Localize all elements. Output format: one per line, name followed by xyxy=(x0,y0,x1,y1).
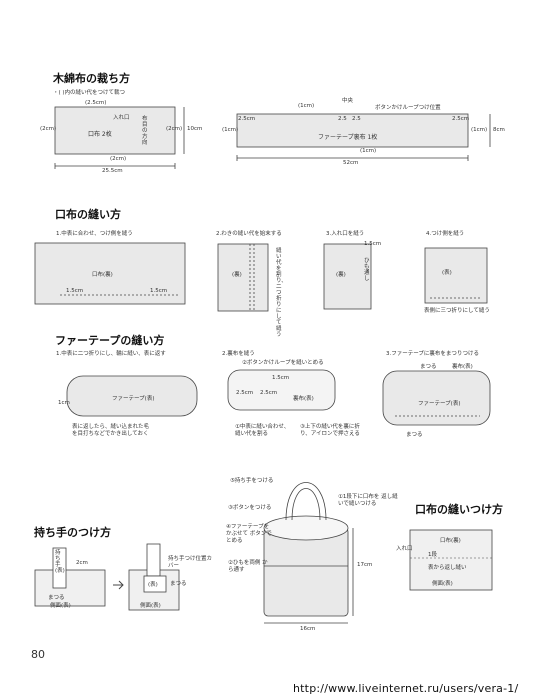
assembly-note-4: ④ファーテープを かぶせて ボタンでとめる xyxy=(226,524,272,544)
mouth-step1-dim-right: 1.5cm xyxy=(150,288,168,294)
mouth-attach-backstitch: 表から返し縫い xyxy=(428,565,467,571)
mouth-sewing-title: 口布の縫い方 xyxy=(55,208,121,221)
handle-label: 持ち手(表) xyxy=(55,550,65,574)
mouth-step2-inner: (裏) xyxy=(232,272,242,278)
cutting-title: 木綿布の裁ち方 xyxy=(53,72,130,85)
assembly-note-2: ②ひもを両側 から通す xyxy=(228,560,268,573)
right-piece-label: ファーテープ裏布 1枚 xyxy=(318,134,378,141)
fur-step2-note2: ③上下の縫い代を裏に折り、アイロンで押さえる xyxy=(300,424,360,437)
assembly-width: 16cm xyxy=(300,626,316,632)
fur-step1-shape xyxy=(66,375,198,417)
cutting-note: ・( )内の縫い代をつけて裁つ xyxy=(53,90,126,96)
bag-body xyxy=(263,527,349,617)
mouth-step2-note: 縫い代を割り、二つ折りにして縫う xyxy=(276,248,287,338)
right-side-dim-2: 2.5 xyxy=(338,116,347,122)
left-bottom-dim: (2cm) xyxy=(110,156,127,162)
assembly-note-5: ⑤持ち手をつける xyxy=(230,478,274,484)
mouth-step3-shape xyxy=(323,243,372,310)
mouth-attach-mouth: 入れ口 xyxy=(396,546,413,552)
mouth-step4-shape xyxy=(424,247,488,304)
right-right-dim: (1cm) xyxy=(471,127,488,133)
mouth-step3-note: ひも通し xyxy=(364,258,370,282)
fur-lining-piece xyxy=(236,113,469,148)
handle-cover-pos: 持ち手つけ位置カバー xyxy=(168,556,213,569)
mouth-attach-side: 側面(表) xyxy=(432,581,453,587)
left-side-dim: (2cm) xyxy=(40,126,57,132)
fur-step3-shape xyxy=(382,370,491,426)
assembly-note-1: ①1段下に口布を 返し縫いで縫いつける xyxy=(338,494,398,507)
mouth-step1-label: 1.中表に合わせ、つけ側を縫う xyxy=(56,231,133,237)
left-piece-label: 口布 2枚 xyxy=(88,131,112,138)
right-left-dim: (1cm) xyxy=(222,127,239,133)
fur-step1-dim: 1cm xyxy=(58,400,70,406)
fur-step3-inner: ファーテープ(表) xyxy=(418,401,461,407)
fur-step1-note: 表に返したら、縫い込まれた毛を目打ちなどでかき出しておく xyxy=(72,424,150,437)
left-grain: 布目の方向 xyxy=(142,116,148,146)
fur-tape-title: ファーテープの縫い方 xyxy=(55,334,165,347)
mouth-step2-shape xyxy=(217,243,269,312)
assembly-height: 17cm xyxy=(357,562,373,568)
fur-step3-label-a: まつる xyxy=(420,364,437,370)
footer-url: http://www.liveinternet.ru/users/vera-1/ xyxy=(293,682,519,695)
mouth-cloth-piece xyxy=(54,106,176,155)
handle-inner2: (表) xyxy=(148,582,158,588)
left-height-dim: 10cm xyxy=(187,126,203,132)
mouth-step3-inner: (裏) xyxy=(336,272,346,278)
left-width-dim: 25.5cm xyxy=(102,168,123,174)
handle-side: 側面(表) xyxy=(50,603,71,609)
handle-stitch: まつる xyxy=(48,595,65,601)
fur-step2-left-dim-2: 2.5cm xyxy=(260,390,278,396)
fur-step3-label-b: 裏布(表) xyxy=(452,364,473,370)
right-center: 中央 xyxy=(342,98,354,104)
mouth-step4-inner: (表) xyxy=(442,270,452,276)
fur-step2-dim: 1.5cm xyxy=(272,375,290,381)
mouth-step3-label: 3.入れ口を縫う xyxy=(326,231,365,237)
right-bottom-dim: (1cm) xyxy=(360,148,377,154)
fur-step2-left-dim-1: 2.5cm xyxy=(236,390,254,396)
fur-step1-inner: ファーテープ(表) xyxy=(112,396,155,402)
right-height-dim: 8cm xyxy=(493,127,505,133)
right-side-dim-4: 2.5cm xyxy=(452,116,470,122)
page-number: 80 xyxy=(31,648,45,661)
assembly-note-3: ③ボタンをつける xyxy=(228,505,272,511)
fur-step3-label: 3.ファーテープに裏布をまつりつける xyxy=(386,351,479,357)
fur-step2-note1: ①中表に縫い合わせ、縫い代を割る xyxy=(235,424,290,437)
fur-step2-loop-note: ②ボタンかけループを縫いとめる xyxy=(242,360,324,366)
right-side-dim-1: 2.5cm xyxy=(238,116,256,122)
mouth-attach-inner: 口布(裏) xyxy=(440,538,461,544)
mouth-step4-label: 4.つけ側を縫う xyxy=(426,231,465,237)
mouth-step4-note: 表側に三つ折りにして縫う xyxy=(424,308,490,314)
mouth-step2-label: 2.わきの縫い代を始末する xyxy=(216,231,282,237)
mouth-attach-shape xyxy=(409,529,493,591)
handle-body-left xyxy=(34,569,106,607)
handle-side2: 側面(表) xyxy=(140,603,161,609)
handle-title: 持ち手のつけ方 xyxy=(34,526,111,539)
mouth-step1-inner: 口布(裏) xyxy=(92,272,113,278)
fur-step2-shape xyxy=(227,369,336,411)
handle-stitch2: まつる xyxy=(170,581,187,587)
mouth-step1-dim-left: 1.5cm xyxy=(66,288,84,294)
mouth-step3-dim: 1.5cm xyxy=(364,241,382,247)
handle-dim: 2cm xyxy=(76,560,88,566)
left-top-inner: 入れ口 xyxy=(113,115,130,121)
left-top-dim: (2.5cm) xyxy=(85,100,107,106)
mouth-attach-level: 1段 xyxy=(428,552,437,558)
right-side-dim-3: 2.5 xyxy=(352,116,361,122)
mouth-attach-title: 口布の縫いつけ方 xyxy=(415,503,503,516)
right-top-dim: (1cm) xyxy=(298,103,315,109)
fur-step2-inner: 裏布(表) xyxy=(293,396,314,402)
right-side-dim: (2cm) xyxy=(166,126,183,132)
fur-step3-label-c: まつる xyxy=(406,432,423,438)
fur-step2-label: 2.裏布を縫う xyxy=(222,351,255,357)
mouth-step1-shape xyxy=(34,242,186,305)
fur-step1-label: 1.中表に二つ折りにし、輪に縫い、表に返す xyxy=(56,351,166,357)
right-loop-pos: ボタンかけループつけ位置 xyxy=(375,105,441,111)
right-width-dim: 52cm xyxy=(343,160,359,166)
